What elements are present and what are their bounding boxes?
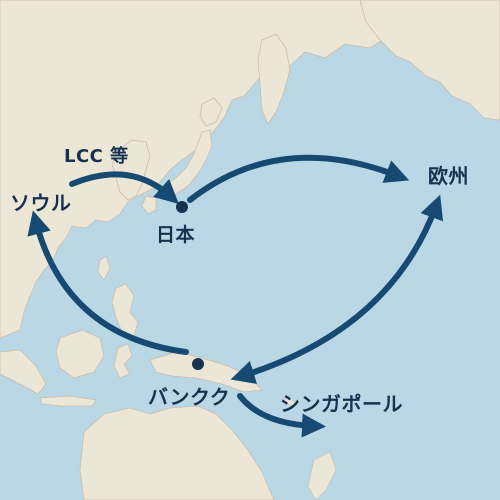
land-kamchatka: [257, 33, 291, 125]
land-australia: [79, 405, 275, 500]
land-sumatra: [0, 349, 47, 395]
land-alaska: [359, 0, 500, 121]
land-hokkaido: [199, 97, 223, 127]
route-bangkok-singapore: [237, 393, 326, 438]
land-philippines: [111, 283, 139, 337]
label-singapore: シンガポール: [280, 392, 403, 416]
label-bangkok: バンクク: [148, 385, 231, 409]
land-new-zealand: [307, 451, 337, 500]
land-borneo: [55, 329, 105, 379]
land-java: [39, 395, 97, 407]
label-japan: 日本: [156, 224, 196, 246]
route-bangkok-seoul: [27, 210, 189, 355]
marker-bangkok: [192, 358, 204, 370]
route-seoul-japan: [69, 171, 179, 205]
route-europe-bangkok: [230, 194, 444, 384]
route-japan-europe: [187, 154, 410, 203]
land-sulawesi: [113, 343, 133, 379]
marker-japan: [176, 201, 188, 213]
land-taiwan: [97, 255, 111, 281]
label-seoul: ソウル: [10, 191, 72, 215]
label-lcc: LCC 等: [64, 146, 129, 167]
label-europe: 欧州: [428, 164, 469, 188]
land-solomon: [283, 397, 297, 407]
